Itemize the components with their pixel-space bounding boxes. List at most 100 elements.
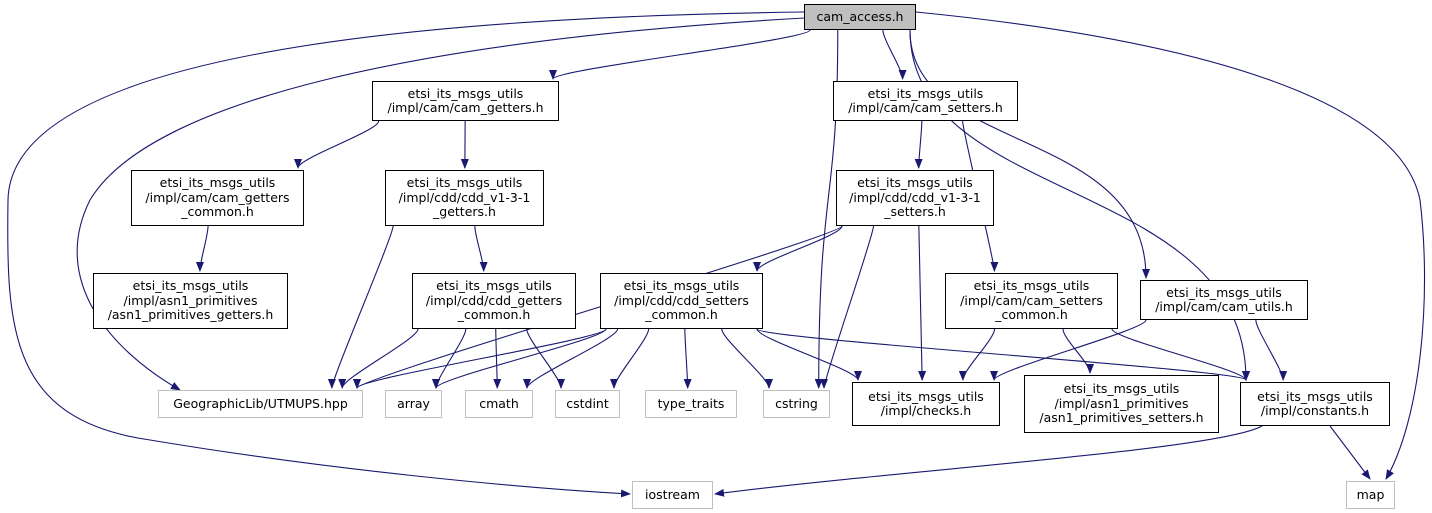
node-label-line: /impl/cam/cam_getters (145, 189, 290, 205)
node-label-line: /impl/asn1_primitives (1054, 395, 1189, 411)
node-label-line: etsi_its_msgs_utils (406, 175, 523, 191)
edge-cdd_setters_common-to-checks (756, 328, 862, 381)
edge-cam_getters-to-cam_getters_common (294, 120, 380, 169)
node-label-line: etsi_its_msgs_utils (159, 175, 276, 191)
edge-cdd_setters_common-to-cmath (523, 328, 619, 389)
node-cam-setters[interactable]: etsi_its_msgs_utils/impl/cam/cam_setters… (833, 81, 1018, 121)
edge-cdd_getters_common-to-array (432, 328, 467, 389)
edge-cdd_setters-to-cdd_setters_common (753, 225, 843, 272)
node-cam-utils[interactable]: etsi_its_msgs_utils/impl/cam/cam_utils.h (1140, 280, 1308, 320)
edge-constants-to-iostream (714, 425, 1263, 497)
node-asn1-setters[interactable]: etsi_its_msgs_utils/impl/asn1_primitives… (1024, 375, 1219, 433)
edge-cdd_setters-to-checks (918, 225, 927, 381)
node-label-line: etsi_its_msgs_utils (1257, 388, 1373, 404)
edge-cam_utils-to-constants (1255, 319, 1288, 381)
node-asn1-getters[interactable]: etsi_its_msgs_utils/impl/asn1_primitives… (93, 273, 288, 329)
edge-cdd_getters_common-to-cstdint (526, 328, 565, 389)
node-label-line: etsi_its_msgs_utils (867, 85, 984, 101)
node-cstdint: cstdint (555, 390, 620, 418)
node-array: array (385, 390, 442, 418)
node-cam-getters[interactable]: etsi_its_msgs_utils/impl/cam/cam_getters… (372, 81, 559, 121)
node-label-line: /impl/cdd/cdd_setters (614, 292, 749, 308)
edge-cdd_getters_common-to-utmups (338, 328, 419, 389)
node-label-line: etsi_its_msgs_utils (868, 388, 984, 404)
node-label-line: /impl/constants.h (1260, 403, 1370, 418)
edge-cdd_setters_common-to-cstring (721, 328, 773, 389)
node-label-line: etsi_its_msgs_utils (1063, 381, 1180, 397)
node-label-line: _common.h (181, 204, 254, 220)
node-label-line: iostream (645, 486, 700, 502)
node-label-line: _setters.h (884, 204, 946, 220)
node-label-line: cmath (479, 395, 519, 411)
edge-cdd_getters_common-to-cmath (493, 328, 502, 389)
edge-cdd_setters_common-to-constants (756, 328, 1250, 381)
edge-cdd_setters-to-cstring (820, 225, 875, 389)
edge-cdd_setters_common-to-cstdint (610, 328, 650, 389)
node-label-line: GeographicLib/UTMUPS.hpp (173, 395, 348, 411)
node-cmath: cmath (465, 390, 533, 418)
node-label-line: cstring (775, 395, 818, 411)
node-label-line: cstdint (566, 395, 609, 411)
node-cdd-setters-common[interactable]: etsi_its_msgs_utils/impl/cdd/cdd_setters… (600, 273, 763, 329)
node-label-line: /impl/cam/cam_utils.h (1155, 299, 1293, 314)
edge-cam_setters_common-to-checks (958, 328, 996, 381)
edge-cdd_getters-to-cdd_getters_common (474, 225, 488, 272)
node-utmups: GeographicLib/UTMUPS.hpp (158, 390, 363, 418)
node-label-line: /impl/asn1_primitives (123, 292, 258, 308)
node-label-line: etsi_its_msgs_utils (973, 278, 1090, 294)
node-label-line: /impl/cdd/cdd_getters (425, 292, 563, 308)
edge-cdd_setters_common-to-array (432, 328, 607, 389)
node-cdd-getters[interactable]: etsi_its_msgs_utils/impl/cdd/cdd_v1-3-1_… (385, 170, 544, 226)
node-label-line: /impl/cam/cam_setters (960, 292, 1103, 308)
node-label-line: map (1356, 486, 1385, 502)
edge-cdd_setters_common-to-type_traits (683, 328, 692, 389)
node-label-line: /asn1_primitives_setters.h (1039, 410, 1204, 426)
edge-cdd_setters-to-utmups (353, 225, 843, 389)
node-constants[interactable]: etsi_its_msgs_utils/impl/constants.h (1240, 382, 1390, 426)
node-cstring: cstring (763, 390, 830, 418)
node-label-line: /impl/cam/cam_getters.h (387, 100, 544, 115)
edge-cdd_getters-to-utmups (327, 225, 394, 389)
node-label-line: /impl/cdd/cdd_v1-3-1 (849, 189, 981, 205)
node-label-line: /impl/cdd/cdd_v1-3-1 (398, 189, 531, 205)
edge-cam_access-to-map (915, 11, 1426, 480)
node-cam-getters-common[interactable]: etsi_its_msgs_utils/impl/cam/cam_getters… (131, 170, 304, 226)
node-checks[interactable]: etsi_its_msgs_utils/impl/checks.h (852, 382, 1000, 426)
node-label-line: type_traits (657, 395, 725, 411)
node-label-line: _getters.h (433, 204, 496, 220)
node-label-line: etsi_its_msgs_utils (132, 278, 249, 294)
node-cdd-getters-common[interactable]: etsi_its_msgs_utils/impl/cdd/cdd_getters… (412, 273, 576, 329)
node-label-line: array (397, 395, 430, 411)
edge-cam_setters_common-to-asn1_setters (1062, 328, 1094, 374)
node-cdd-setters[interactable]: etsi_its_msgs_utils/impl/cdd/cdd_v1-3-1_… (836, 170, 994, 226)
edge-cam_utils-to-checks (990, 319, 1147, 381)
node-label-line: etsi_its_msgs_utils (857, 175, 973, 191)
node-label-line: /impl/checks.h (880, 403, 972, 418)
node-iostream: iostream (632, 481, 713, 509)
node-label-line: _common.h (457, 307, 531, 323)
node-label-line: _common.h (645, 307, 718, 323)
edge-cam_setters_common-to-constants (1111, 328, 1250, 381)
node-label-line: cam_access.h (816, 8, 904, 24)
node-label-line: /asn1_primitives_getters.h (107, 307, 274, 323)
node-map: map (1346, 481, 1395, 509)
edge-cam_access-to-cam_utils (909, 29, 1150, 279)
edge-cam_access-to-iostream (7, 11, 805, 498)
node-label-line: etsi_its_msgs_utils (623, 278, 740, 294)
node-label-line: etsi_its_msgs_utils (436, 278, 552, 294)
node-label-line: /impl/cam/cam_setters.h (848, 100, 1003, 115)
edge-cam_access-to-cam_getters (549, 29, 811, 80)
node-label-line: etsi_its_msgs_utils (407, 85, 524, 101)
node-label-line: etsi_its_msgs_utils (1166, 284, 1282, 300)
node-label-line: _common.h (995, 307, 1068, 323)
edge-cam_setters-to-cdd_setters (914, 120, 923, 169)
node-type-traits: type_traits (645, 390, 737, 418)
node-cam-access[interactable]: cam_access.h (804, 4, 916, 30)
edge-cam_getters_common-to-asn1_getters (195, 225, 209, 272)
edge-cdd_setters_common-to-utmups (353, 328, 607, 389)
node-cam-setters-common[interactable]: etsi_its_msgs_utils/impl/cam/cam_setters… (945, 273, 1118, 329)
edge-cam_access-to-cam_setters (882, 29, 907, 80)
edge-constants-to-map (1329, 425, 1371, 480)
